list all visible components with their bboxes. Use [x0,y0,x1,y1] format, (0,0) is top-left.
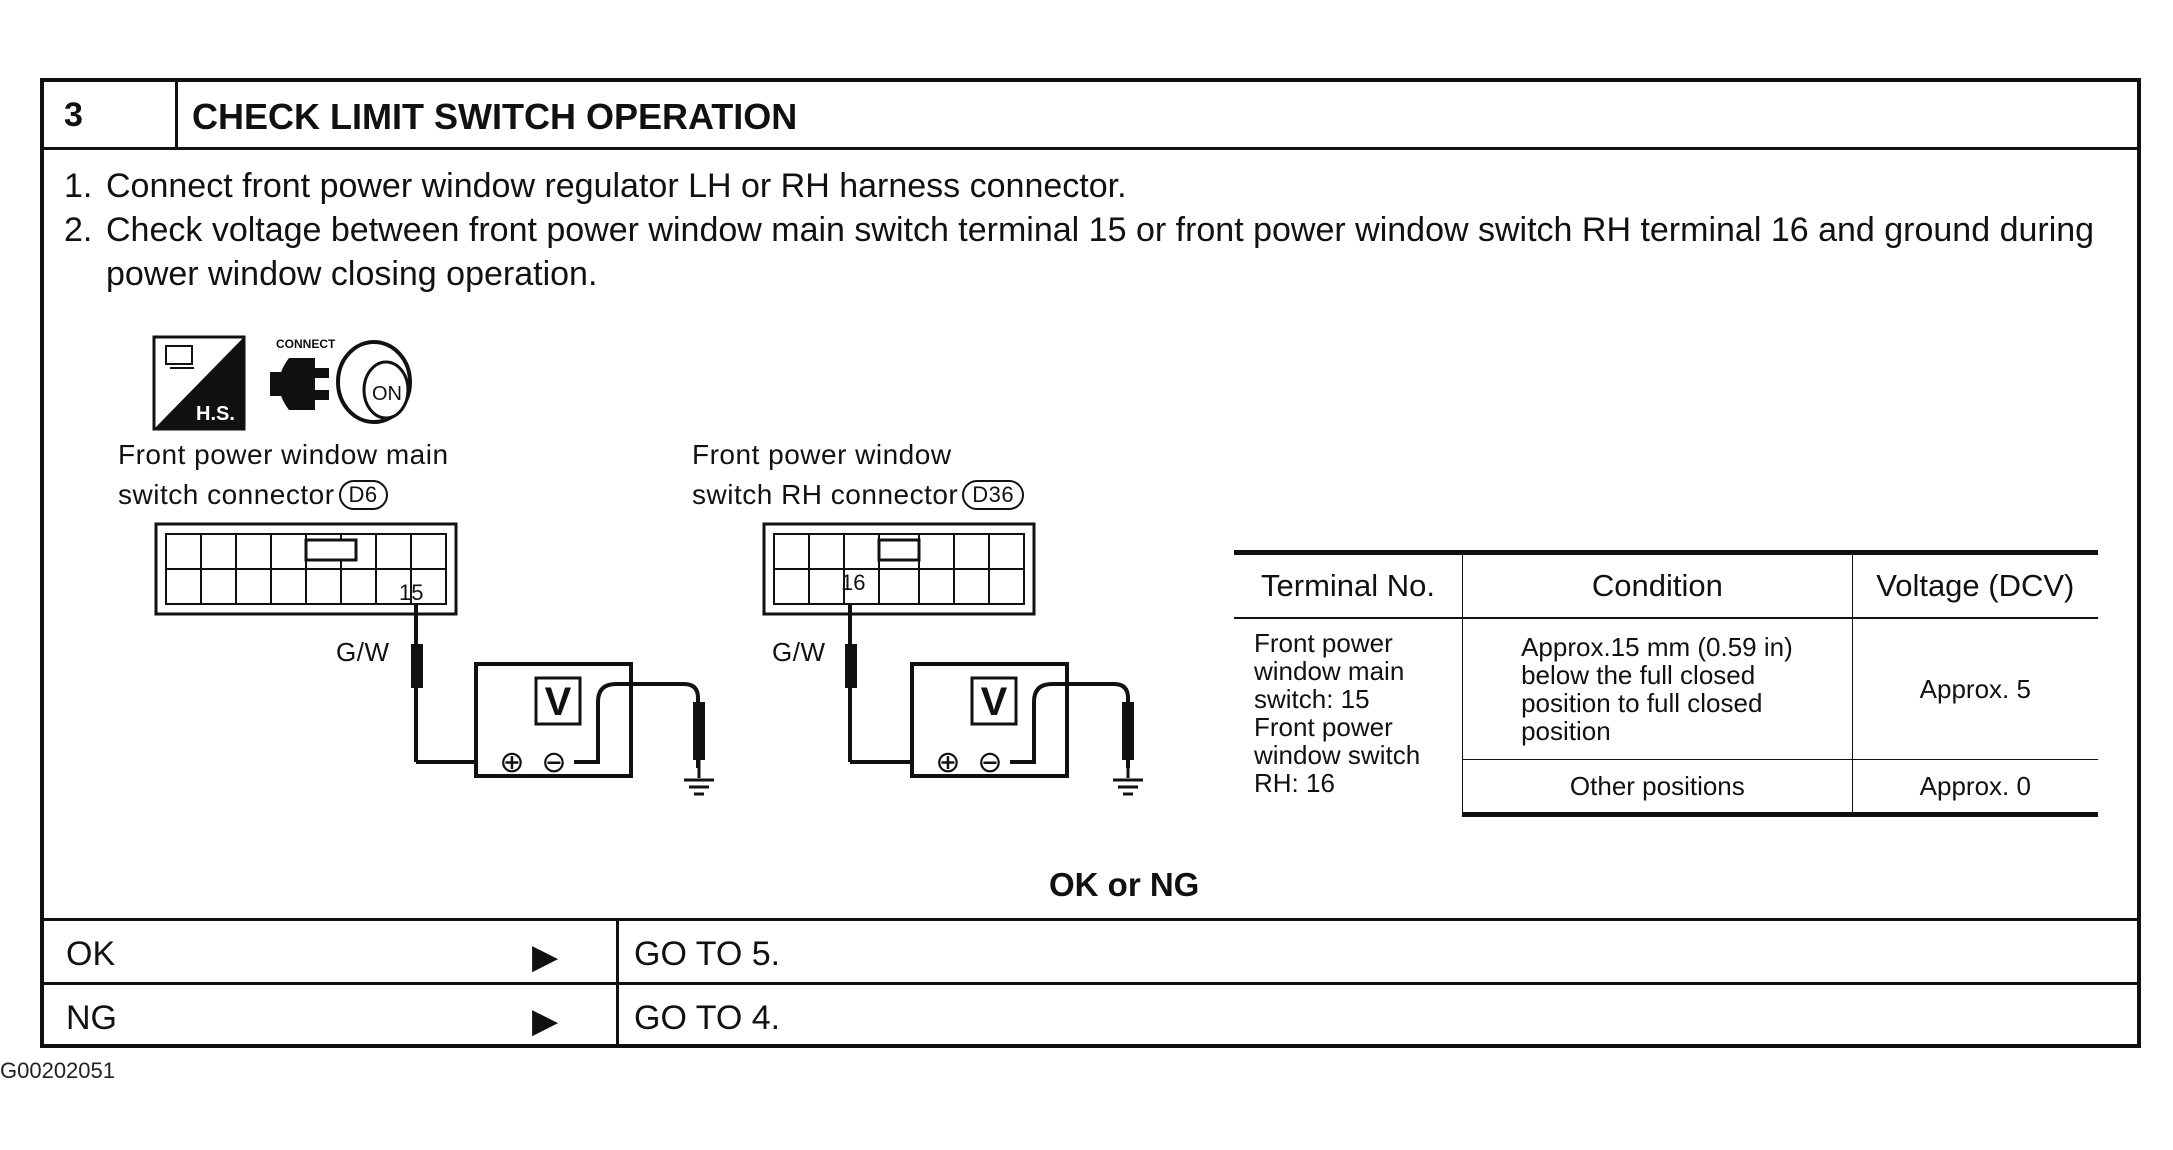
column-divider [616,921,619,982]
connector-ref-badge: D6 [338,480,388,510]
table-row: Other positions Approx. 0 [1234,759,2098,817]
column-header: Terminal No. [1234,550,1464,619]
instruction-number: 1. [64,167,93,205]
result-action: GO TO 5. [634,935,781,973]
result-action: GO TO 4. [634,999,781,1037]
cell-line: RH: 16 [1254,768,1335,798]
plus-terminal-icon: ⊕ [499,745,524,780]
instruction-text: Connect front power window regulator LH … [106,167,1127,205]
plus-terminal-icon: ⊕ [935,745,960,780]
voltage-cell: Approx. 5 [1852,617,2098,760]
connector-label-line: Front power window [692,439,952,470]
minus-terminal-icon: ⊖ [977,745,1002,780]
connector-label-text: switch RH connector [692,479,959,510]
column-header: Voltage (DCV) [1852,550,2098,619]
voltage-cell: Approx. 0 [1852,759,2098,817]
result-row-ng: NG ▶ GO TO 4. [44,982,2137,1046]
instruction-item: 2. Check voltage between front power win… [64,208,2114,296]
step-title: CHECK LIMIT SWITCH OPERATION [192,96,798,137]
cell-line: below the full closed [1521,660,1756,690]
wire-color-label: G/W [772,637,826,667]
procedure-frame: 3 CHECK LIMIT SWITCH OPERATION 1. Connec… [40,78,2141,1048]
cell-line: position to full closed [1521,688,1763,718]
connect-icon-label: CONNECT [276,337,336,351]
cell-line: position [1521,716,1611,746]
instruction-text: Check voltage between front power window… [106,211,2095,293]
ignition-on-label: ON [372,383,402,405]
terminal-15-label: 15 [399,580,423,605]
wire-color-label: G/W [336,637,390,667]
left-test-circuit: V ⊕ ⊖ [411,604,714,796]
connect-icon: CONNECT [270,337,336,410]
terminal-cell: Front power window main switch: 15 Front… [1234,617,1464,815]
voltage-spec-table: Terminal No. Condition Voltage (DCV) Fro… [1234,550,2098,817]
step-header: 3 CHECK LIMIT SWITCH OPERATION [44,82,2137,150]
voltmeter-symbol: V [981,680,1008,724]
condition-cell: Approx.15 mm (0.59 in) below the full cl… [1462,617,1853,760]
terminal-16-label: 16 [841,570,865,595]
wiring-diagram: H.S. CONNECT ON 15 [152,335,1143,796]
column-divider [616,985,619,1046]
cell-line: Front power [1254,628,1393,658]
arrow-right-icon: ▶ [532,1002,559,1040]
result-title: OK or NG [1049,866,1200,903]
right-test-circuit: V ⊕ ⊖ [845,604,1143,796]
main-switch-connector: 15 [154,522,458,616]
instruction-number: 2. [64,211,93,249]
connector-ref-badge: D36 [962,480,1025,510]
cell-line: switch: 15 [1254,684,1370,714]
hs-icon-label: H.S. [196,403,235,425]
column-header: Condition [1462,550,1853,619]
cell-line: window switch [1254,740,1421,770]
minus-terminal-icon: ⊖ [541,745,566,780]
cell-line: Approx.15 mm (0.59 in) [1521,632,1793,662]
connector-label-line: Front power window main [118,439,449,470]
result-label: OK [66,935,116,973]
instruction-list: 1. Connect front power window regulator … [64,164,2114,296]
voltmeter-symbol: V [545,680,572,724]
arrow-right-icon: ▶ [532,938,559,976]
result-row-ok: OK ▶ GO TO 5. [44,918,2137,982]
ignition-on-icon: ON [336,340,412,424]
figure-code: G00202051 [0,1058,115,1083]
connector-label-text: switch connector [118,479,335,510]
instruction-item: 1. Connect front power window regulator … [64,164,2114,208]
condition-cell: Other positions [1462,759,1853,817]
table-row: Front power window main switch: 15 Front… [1234,617,2098,815]
cell-line: window main [1254,656,1405,686]
step-number: 3 [44,82,178,147]
rh-switch-connector: 16 [762,522,1036,616]
main-switch-connector-label: Front power window main switch connector… [118,435,449,515]
cell-line: Front power [1254,712,1393,742]
result-label: NG [66,999,117,1037]
hand-sensor-icon: H.S. [152,335,246,431]
table-header-row: Terminal No. Condition Voltage (DCV) [1234,550,2098,619]
